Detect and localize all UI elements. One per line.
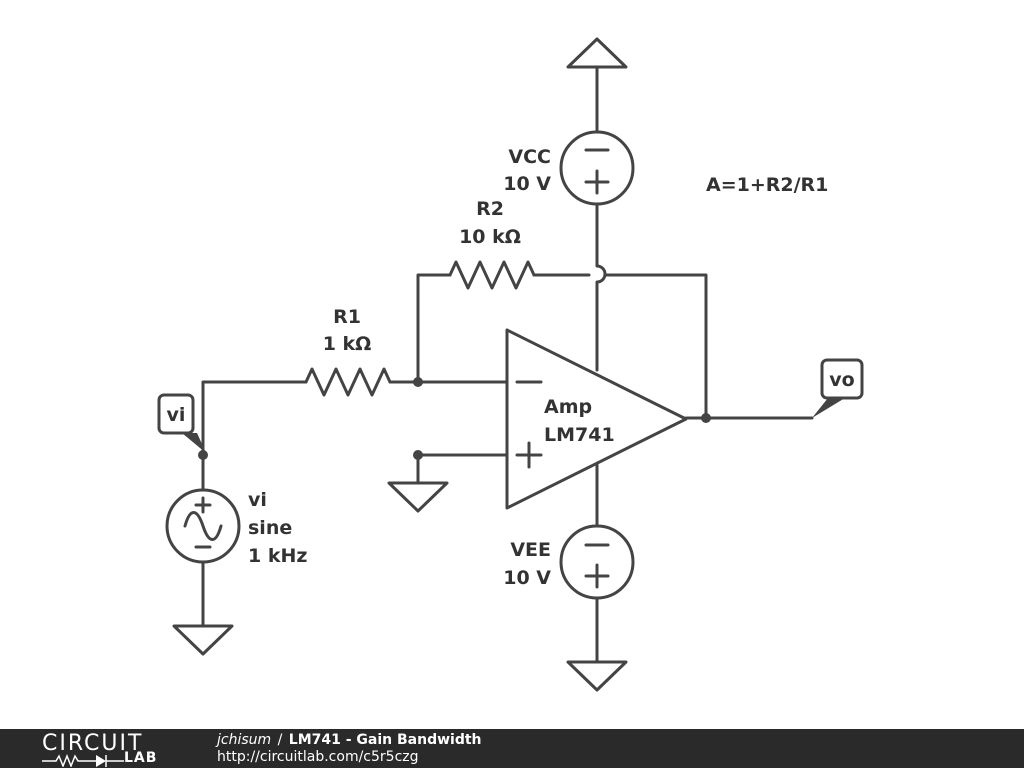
vcc-name-label: VCC: [508, 146, 551, 168]
vee-ground-symbol: [566, 660, 628, 692]
source-freq-label: 1 kHz: [248, 545, 307, 567]
vee-value-label: 10 V: [503, 567, 551, 589]
source-type-label: sine: [248, 517, 292, 539]
op-amp: [505, 328, 688, 510]
r1-name-label: R1: [333, 306, 361, 328]
footer-bar: CIRCUIT LAB jchisum / LM741 - Gain Bandw…: [0, 729, 1024, 768]
amp-model-label: LM741: [544, 424, 615, 446]
vcc-source: [559, 130, 635, 206]
circuit-title: LM741 - Gain Bandwidth: [288, 732, 482, 748]
svg-text:vo: vo: [829, 369, 854, 391]
vee-source: [559, 524, 635, 600]
resistor-diode-icon: [42, 753, 124, 767]
r2-resistor: [448, 260, 536, 290]
circuit-credit: jchisum / LM741 - Gain Bandwidth http://…: [217, 732, 482, 766]
junction-dot: [701, 413, 711, 423]
ground-symbol: [387, 481, 449, 513]
junction-dot: [413, 377, 423, 387]
ground-symbol: [172, 624, 234, 656]
circuit-url[interactable]: http://circuitlab.com/c5r5czg: [217, 749, 419, 765]
r1-value-label: 1 kΩ: [323, 333, 372, 355]
vcc-value-label: 10 V: [503, 173, 551, 195]
net-label-vi: vi: [157, 393, 206, 453]
junction-dot: [413, 450, 423, 460]
source-name-label: vi: [248, 489, 267, 511]
vee-name-label: VEE: [510, 539, 551, 561]
gain-formula: A=1+R2/R1: [706, 174, 828, 196]
credit-separator: /: [277, 732, 283, 748]
circuit-schematic: vi vo VCC 10 V R2 10 kΩ R1 1 kΩ Amp LM74…: [157, 37, 864, 692]
vcc-ground-symbol: [566, 37, 628, 69]
circuitlab-logo[interactable]: CIRCUIT LAB: [42, 731, 158, 767]
amp-name-label: Amp: [544, 396, 592, 418]
author-link[interactable]: jchisum: [217, 732, 272, 748]
r1-resistor: [304, 367, 392, 397]
sine-source: [165, 488, 241, 564]
net-label-vo: vo: [812, 358, 864, 418]
r2-value-label: 10 kΩ: [459, 226, 521, 248]
svg-text:vi: vi: [167, 404, 186, 426]
r2-name-label: R2: [476, 198, 504, 220]
